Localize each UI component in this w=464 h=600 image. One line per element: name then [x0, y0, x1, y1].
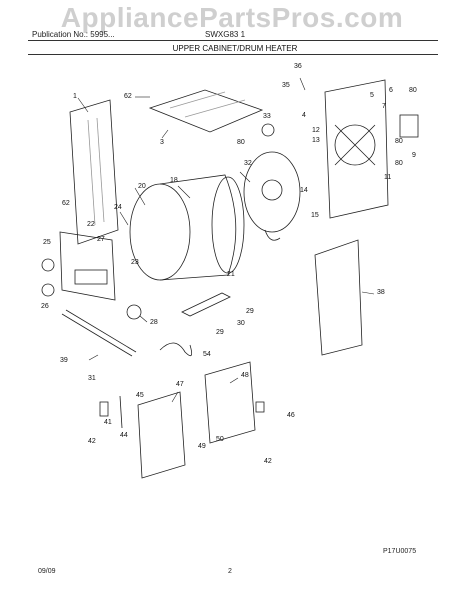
callout-label: 27	[97, 236, 105, 243]
callout-label: 18	[170, 177, 178, 184]
callout-label: 62	[124, 93, 132, 100]
figure-code: P17U0075	[383, 548, 417, 555]
callout-label: 6	[389, 87, 393, 94]
callout-label: 9	[412, 152, 416, 159]
model-label: SWXG83 1	[205, 30, 246, 39]
callout-label: 45	[136, 392, 144, 399]
header-rule-bottom	[28, 54, 438, 55]
callout-label: 7	[382, 103, 386, 110]
top-panel-part	[148, 89, 264, 133]
front-panel-part	[59, 231, 116, 301]
callout-label: 13	[312, 137, 320, 144]
watermark-text: AppliancePartsPros.com	[60, 2, 404, 33]
callout-label: 80	[409, 87, 417, 94]
header-rule-top	[28, 40, 438, 41]
callout-label: 42	[88, 438, 96, 445]
callout-label: 11	[384, 174, 392, 181]
callout-label: 47	[176, 381, 184, 388]
publication-label: Publication No.: 5995...	[32, 30, 115, 39]
section-title: UPPER CABINET/DRUM HEATER	[172, 44, 298, 53]
callout-label: 46	[287, 412, 295, 419]
callout-label: 29	[246, 308, 254, 315]
callout-label: 24	[114, 204, 122, 211]
callout-label: 14	[300, 187, 308, 194]
callout-label: 33	[263, 113, 271, 120]
callout-label: 21	[227, 271, 235, 278]
callout-label: 20	[138, 183, 146, 190]
callout-label: 30	[237, 320, 245, 327]
callout-label: 32	[244, 160, 252, 167]
callout-label: 28	[150, 319, 158, 326]
callout-label: 39	[60, 357, 68, 364]
footer-date: 09/09	[38, 568, 56, 575]
heater-housing-part	[243, 151, 301, 233]
rear-bulkhead-part	[324, 79, 389, 219]
side-panel-part	[69, 99, 119, 245]
page-number: 2	[228, 568, 232, 575]
callout-label: 3	[160, 139, 164, 146]
callout-label: 48	[241, 372, 249, 379]
callout-label: 15	[311, 212, 319, 219]
callout-label: 25	[43, 239, 51, 246]
callout-label: 23	[131, 259, 139, 266]
callout-label: 80	[237, 139, 245, 146]
callout-label: 29	[216, 329, 224, 336]
callout-label: 41	[104, 419, 112, 426]
callout-label: 22	[87, 221, 95, 228]
callout-label: 38	[377, 289, 385, 296]
callout-label: 26	[41, 303, 49, 310]
callout-label: 31	[88, 375, 96, 382]
callout-label: 5	[370, 92, 374, 99]
callout-label: 54	[203, 351, 211, 358]
callout-label: 80	[395, 138, 403, 145]
callout-label: 1	[73, 93, 77, 100]
callout-label: 12	[312, 127, 320, 134]
callout-label: 36	[294, 63, 302, 70]
callout-label: 44	[120, 432, 128, 439]
callout-label: 62	[62, 200, 70, 207]
right-side-panel-part	[314, 239, 363, 356]
callout-label: 42	[264, 458, 272, 465]
callout-label: 50	[216, 436, 224, 443]
door-panel-part	[204, 361, 256, 444]
callout-label: 80	[395, 160, 403, 167]
access-panel-part	[137, 391, 186, 479]
callout-label: 35	[282, 82, 290, 89]
callout-label: 49	[198, 443, 206, 450]
callout-label: 4	[302, 112, 306, 119]
